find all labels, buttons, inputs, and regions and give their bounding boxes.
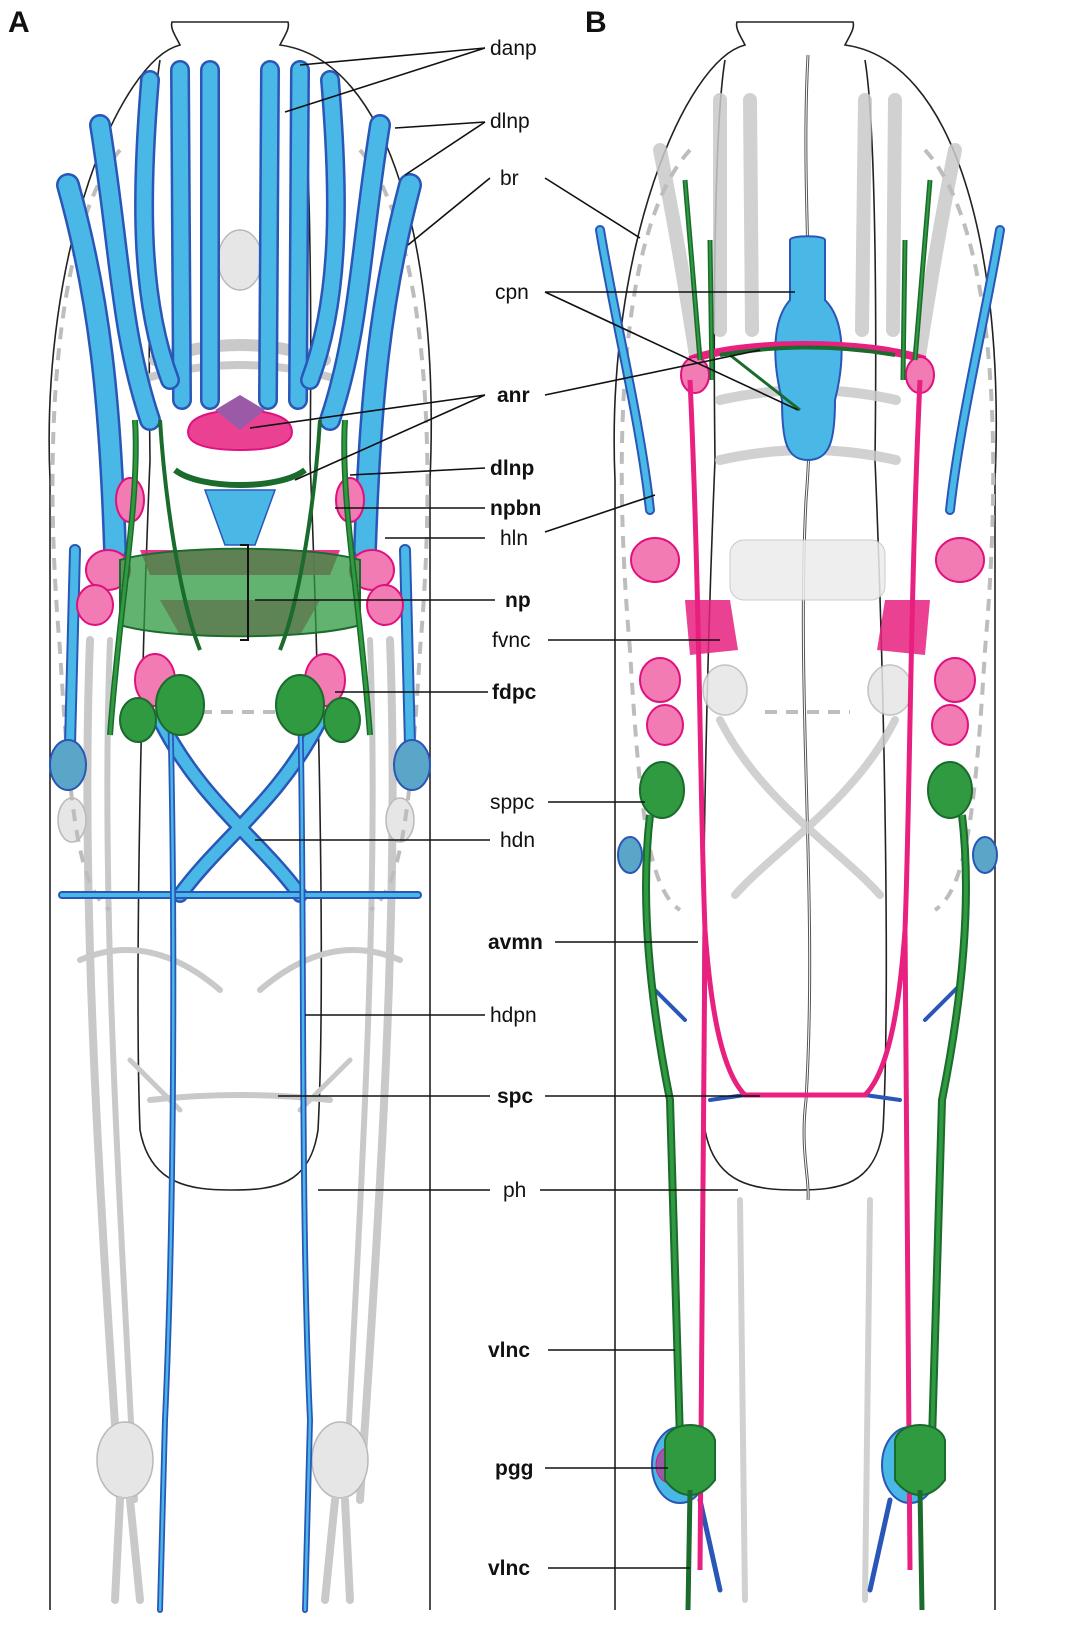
label-dlnp-bold: dlnp <box>490 457 534 480</box>
label-vlnc-bottom: vlnc <box>488 1557 530 1580</box>
label-ph: ph <box>503 1179 526 1202</box>
panel-b: B <box>585 6 1000 1610</box>
label-anr: anr <box>497 384 530 407</box>
label-npbn: npbn <box>490 497 541 520</box>
label-hln: hln <box>500 527 528 550</box>
label-np: np <box>505 589 531 612</box>
label-fvnc: fvnc <box>492 629 531 652</box>
label-vlnc: vlnc <box>488 1339 530 1362</box>
label-hdpn: hdpn <box>490 1004 537 1027</box>
label-spc: spc <box>497 1085 534 1108</box>
label-br: br <box>500 167 519 190</box>
panel-a: A <box>8 6 431 1610</box>
label-danp: danp <box>490 37 537 60</box>
panel-b-letter: B <box>585 6 607 39</box>
label-sppc: sppc <box>490 791 534 814</box>
panel-b-blue <box>600 230 1000 1590</box>
label-hdn: hdn <box>500 829 535 852</box>
label-fdpc: fdpc <box>492 681 537 704</box>
label-pgg: pgg <box>495 1457 533 1480</box>
label-cpn: cpn <box>495 281 529 304</box>
label-dlnp: dlnp <box>490 110 530 133</box>
panel-a-letter: A <box>8 6 30 39</box>
label-avmn: avmn <box>488 931 543 954</box>
